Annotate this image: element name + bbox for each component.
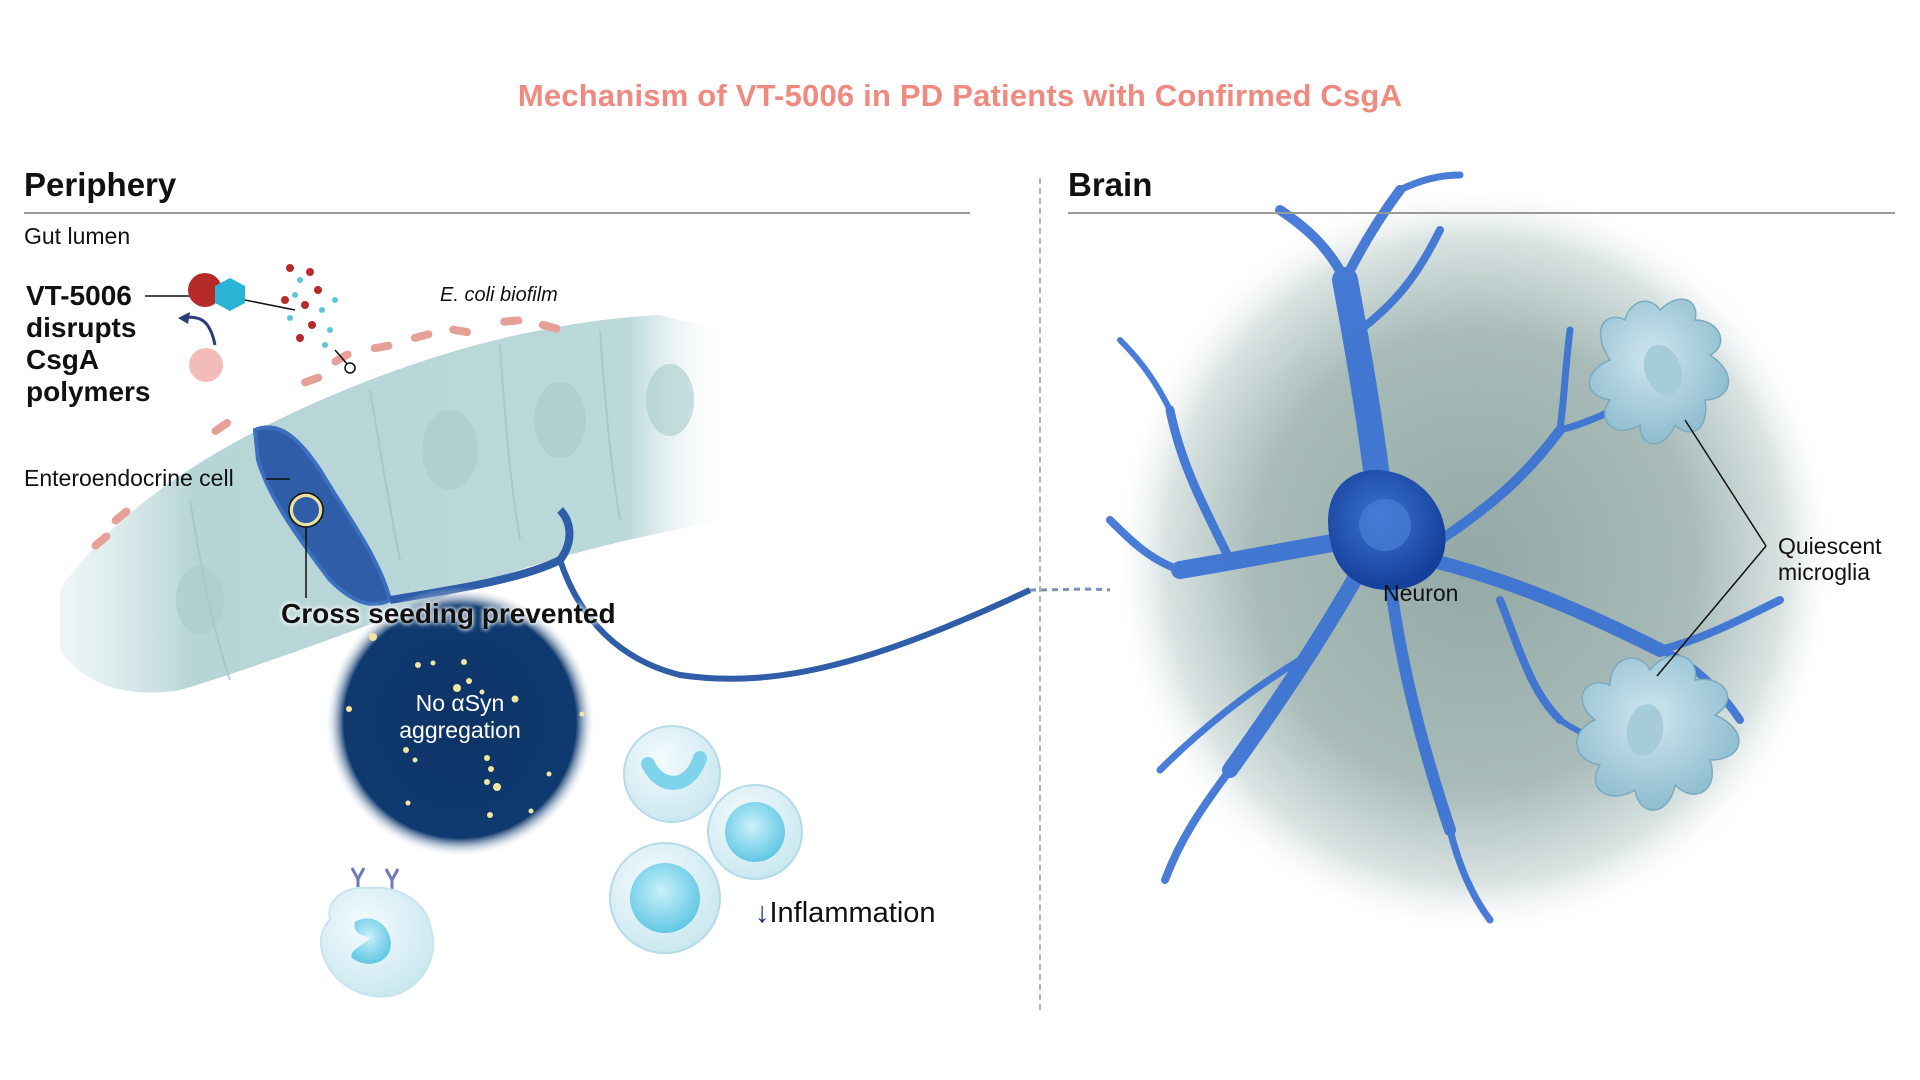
aggregation-line-1: No αSyn [415, 690, 505, 716]
immune-cell-neutrophil [623, 725, 721, 823]
diagram-title: Mechanism of VT-5006 in PD Patients with… [517, 78, 1403, 113]
immune-cell-lymphocyte-1 [707, 784, 803, 880]
brain-heading: Brain [1068, 166, 1153, 203]
microglia-bottom [1576, 654, 1740, 811]
drug-molecule-group [145, 273, 356, 382]
section-divider [1039, 178, 1041, 1010]
gut-epithelium [60, 315, 730, 693]
periphery-rule [24, 212, 970, 214]
red-sphere-icon [188, 273, 222, 307]
drug-line-1: VT-5006 [26, 280, 132, 311]
brain-rule [1068, 212, 1895, 214]
neuron-soma [1328, 470, 1446, 590]
cross-seeding-label: Cross seeding prevented [281, 598, 616, 629]
biofilm-label: E. coli biofilm [440, 284, 558, 306]
inflammation-label-group: ↓Inflammation [755, 897, 936, 930]
enteroendocrine-cell [252, 425, 1032, 682]
gut-lumen-label: Gut lumen [24, 223, 131, 249]
periphery-heading: Periphery [24, 166, 177, 203]
microglia-line-2: microglia [1778, 559, 1871, 585]
enteroendocrine-label: Enteroendocrine cell [24, 465, 234, 491]
disrupted-polymer-particles [281, 264, 338, 348]
drug-line-3: CsgA [26, 344, 100, 375]
drug-line-2: disrupts [26, 312, 137, 343]
microglia-label: Quiescent microglia [1778, 533, 1882, 585]
hexagon-molecule-icon [215, 278, 245, 311]
microglia-top [1588, 298, 1730, 445]
drug-action-label: VT-5006 disrupts CsgA polymers [26, 280, 151, 408]
aggregation-label: No αSyn aggregation [340, 690, 580, 744]
aggregation-line-2: aggregation [399, 717, 521, 743]
immune-cell-bcell [319, 867, 435, 998]
immune-cell-lymphocyte-2 [609, 842, 721, 954]
microglia-line-1: Quiescent [1778, 533, 1882, 559]
neuron-illustration [1106, 171, 1784, 924]
pink-sphere-icon [189, 348, 223, 382]
neuron-label: Neuron [1383, 580, 1459, 606]
inflammation-label: Inflammation [769, 897, 936, 929]
no-aggregation-circle [325, 587, 595, 857]
vagal-connection [1029, 587, 1111, 592]
down-arrow-icon: ↓ [755, 897, 770, 929]
microglia-callout-lines [1656, 419, 1767, 677]
drug-line-4: polymers [26, 376, 151, 407]
